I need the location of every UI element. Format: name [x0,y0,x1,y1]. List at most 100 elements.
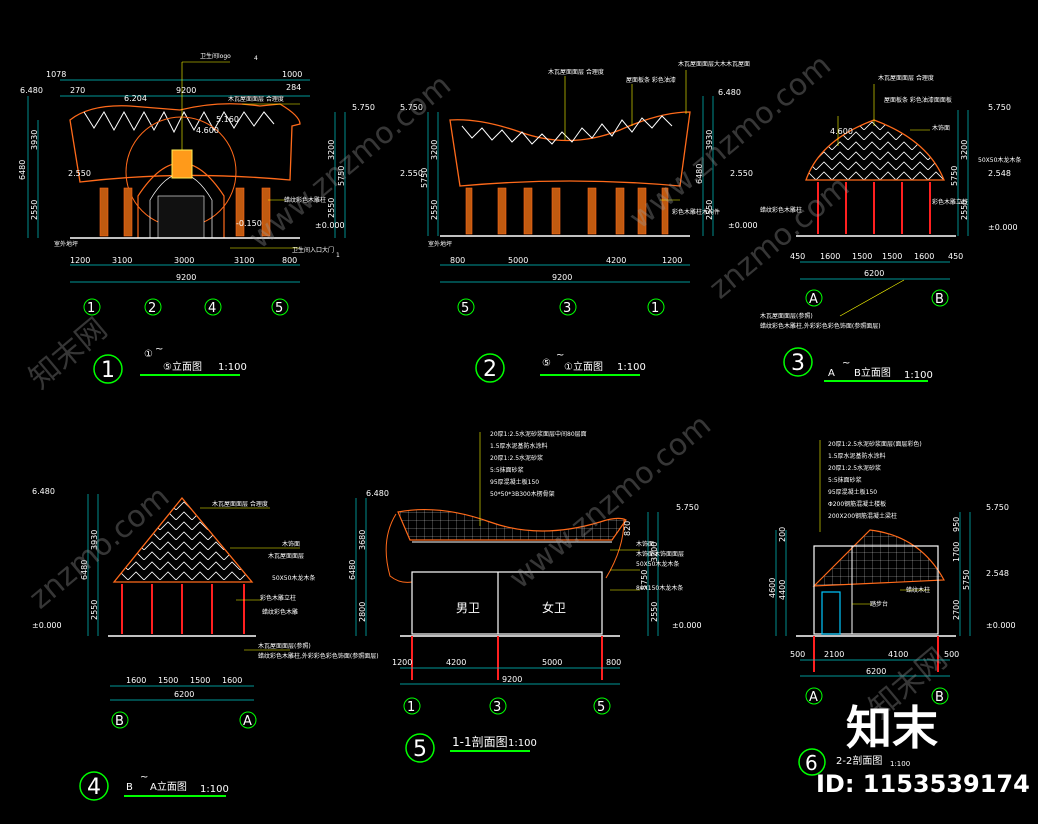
d5-title-block: 5 1-1剖面图 1:100 [405,733,537,763]
d4-level-zero: ±0.000 [32,621,62,630]
d1-left-dim: 3930 [30,130,39,150]
d2-bottom-dim: 4200 [606,256,626,265]
d2-title-sep: ~ [556,350,564,361]
d6-grid-label: A [809,690,818,705]
d5-title-number: 5 [413,737,427,762]
d4-ann-7: 木瓦屋面面层(参照) [258,642,311,650]
d4-title-sep: ~ [140,772,148,783]
d4-ann-4: 50X50木龙木条 [272,574,315,582]
d4-ann-2: 木饰面 [282,540,300,548]
d3-title-scale: 1:100 [904,370,933,381]
d4-ann-3: 木瓦屋面面层 [268,552,304,560]
d4-title-suffix: A立面图 [150,780,187,793]
drawing-4-side-elevation: 6.480 ±0.000 3930 6480 2550 1600 1500 15… [32,487,379,801]
d1-right-dim: 3200 [327,140,336,160]
d6-right-dim: 950 [952,517,961,532]
d1-top-dim: 1000 [282,70,302,79]
d2-level-right: 6.480 [718,88,741,97]
d6-notes: 20厚1:2.5水泥砂浆面层(面层彩色) 1.5厚水泥基防水涂料 20厚1:2.… [828,440,922,520]
d3-bottom-dim: 1500 [852,252,872,261]
d3-level-zero: ±0.000 [988,223,1018,232]
d5-leaders [479,432,640,591]
d1-column [261,187,271,237]
d3-level-4600: 4.600 [830,127,853,136]
d3-roof [805,119,945,181]
d4-ann-1: 木瓦屋面面层 合理度 [212,500,268,508]
d2-column [661,187,669,235]
d6-building-body [813,545,939,635]
d1-bottom-dim: 3000 [174,256,194,265]
d3-ann-3: 木饰面 [932,124,950,132]
d6-roof-section [812,529,945,587]
d4-level-top: 6.480 [32,487,55,496]
d3-ann-2: 屋面板条 彩色油漆面面板 [884,96,952,104]
d3-side-dim: 5750 [950,166,959,186]
d6-left-dim: 4400 [778,580,787,600]
d1-door-opening [157,195,205,239]
d5-bottom-dim: 5000 [542,658,562,667]
d1-ann-side-marker: 1 [336,252,340,259]
d2-column [551,187,561,235]
watermark-pattern: znzmo.com [703,169,857,306]
d6-title-scale: 1:100 [890,760,910,768]
d4-dimension-lines [87,494,254,701]
d2-column [523,187,533,235]
d6-ann-2: 蜡纹木柱 [906,586,930,594]
d1-top-dim: 9200 [176,86,196,95]
d3-ann-4: 50X50木龙木条 [978,156,1021,164]
d5-left-dim: 6480 [348,560,357,580]
d5-note: 5:5抹面砂浆 [490,466,524,474]
d1-leaders [181,61,300,249]
d3-title-sep: ~ [842,358,850,369]
d6-left-dim: 200 [778,527,787,542]
d2-roof-zigzag [461,115,673,145]
d4-roof [112,496,254,583]
d1-top-dim: 270 [70,86,85,95]
d5-grid-bubbles: 1 3 5 [403,697,611,715]
d3-bottom-dim: 1600 [914,252,934,261]
d2-column [587,187,597,235]
d2-left-dim: 2550 [430,200,439,220]
d4-side-dim: 3930 [90,530,99,550]
d1-total-dim: 9200 [176,273,196,282]
d5-left-dim: 3680 [358,530,367,550]
d5-right-dim: 5750 [640,570,649,590]
d6-title: 2-2剖面图 [836,754,882,767]
d3-leaders [837,84,930,317]
d1-left-dim: 6480 [18,160,27,180]
d1-left-dim: 2550 [30,200,39,220]
d1-bottom-dim: 800 [282,256,297,265]
d4-grid-label: B [115,714,124,729]
watermark-logo: 知末 [846,701,938,755]
d6-bottom-dim: 4100 [888,650,908,659]
d1-grid-label: 1 [87,301,95,316]
d5-ann-3: 50X50木龙木条 [636,560,679,568]
d2-title-prefix: ⑤ [542,358,551,369]
d5-note: 95厚混凝土板150 [490,478,539,486]
d6-title-number: 6 [805,751,818,775]
d2-level-left: 5.750 [400,103,423,112]
d6-note: Φ200钢筋混凝土楼板 [828,500,886,508]
d6-bottom-dim: 500 [790,650,805,659]
d2-total-dim: 9200 [552,273,572,282]
d2-column [497,187,507,235]
d1-ann-roof: 木瓦屋面面层 合理度 [228,95,284,103]
d1-top-dim: 6.204 [124,94,147,103]
d2-bottom-dim: 800 [450,256,465,265]
d2-bottom-dim: 5000 [508,256,528,265]
d6-leaders [819,440,930,605]
d3-dimension-lines [800,110,969,280]
d3-grid-bubbles: A B [805,289,949,307]
d1-dimension-lines [27,79,346,283]
d2-title-number: 2 [483,357,497,382]
d2-level-2550-left: 2.550 [400,169,423,178]
d1-title-sep: ~ [155,344,163,355]
d1-grid-label: 4 [208,301,216,316]
drawing-3-side-elevation: 5.750 4.600 2.548 ±0.000 3200 5750 2550 … [760,74,1021,382]
d2-ann-ground: 室外地坪 [428,240,452,248]
d6-bottom-dim: 2100 [824,650,844,659]
d2-bottom-dim: 1200 [662,256,682,265]
d6-columns [813,636,939,672]
d4-columns [121,584,245,634]
d3-ann-6: 蜡纹彩色木雕柱 [760,206,802,214]
